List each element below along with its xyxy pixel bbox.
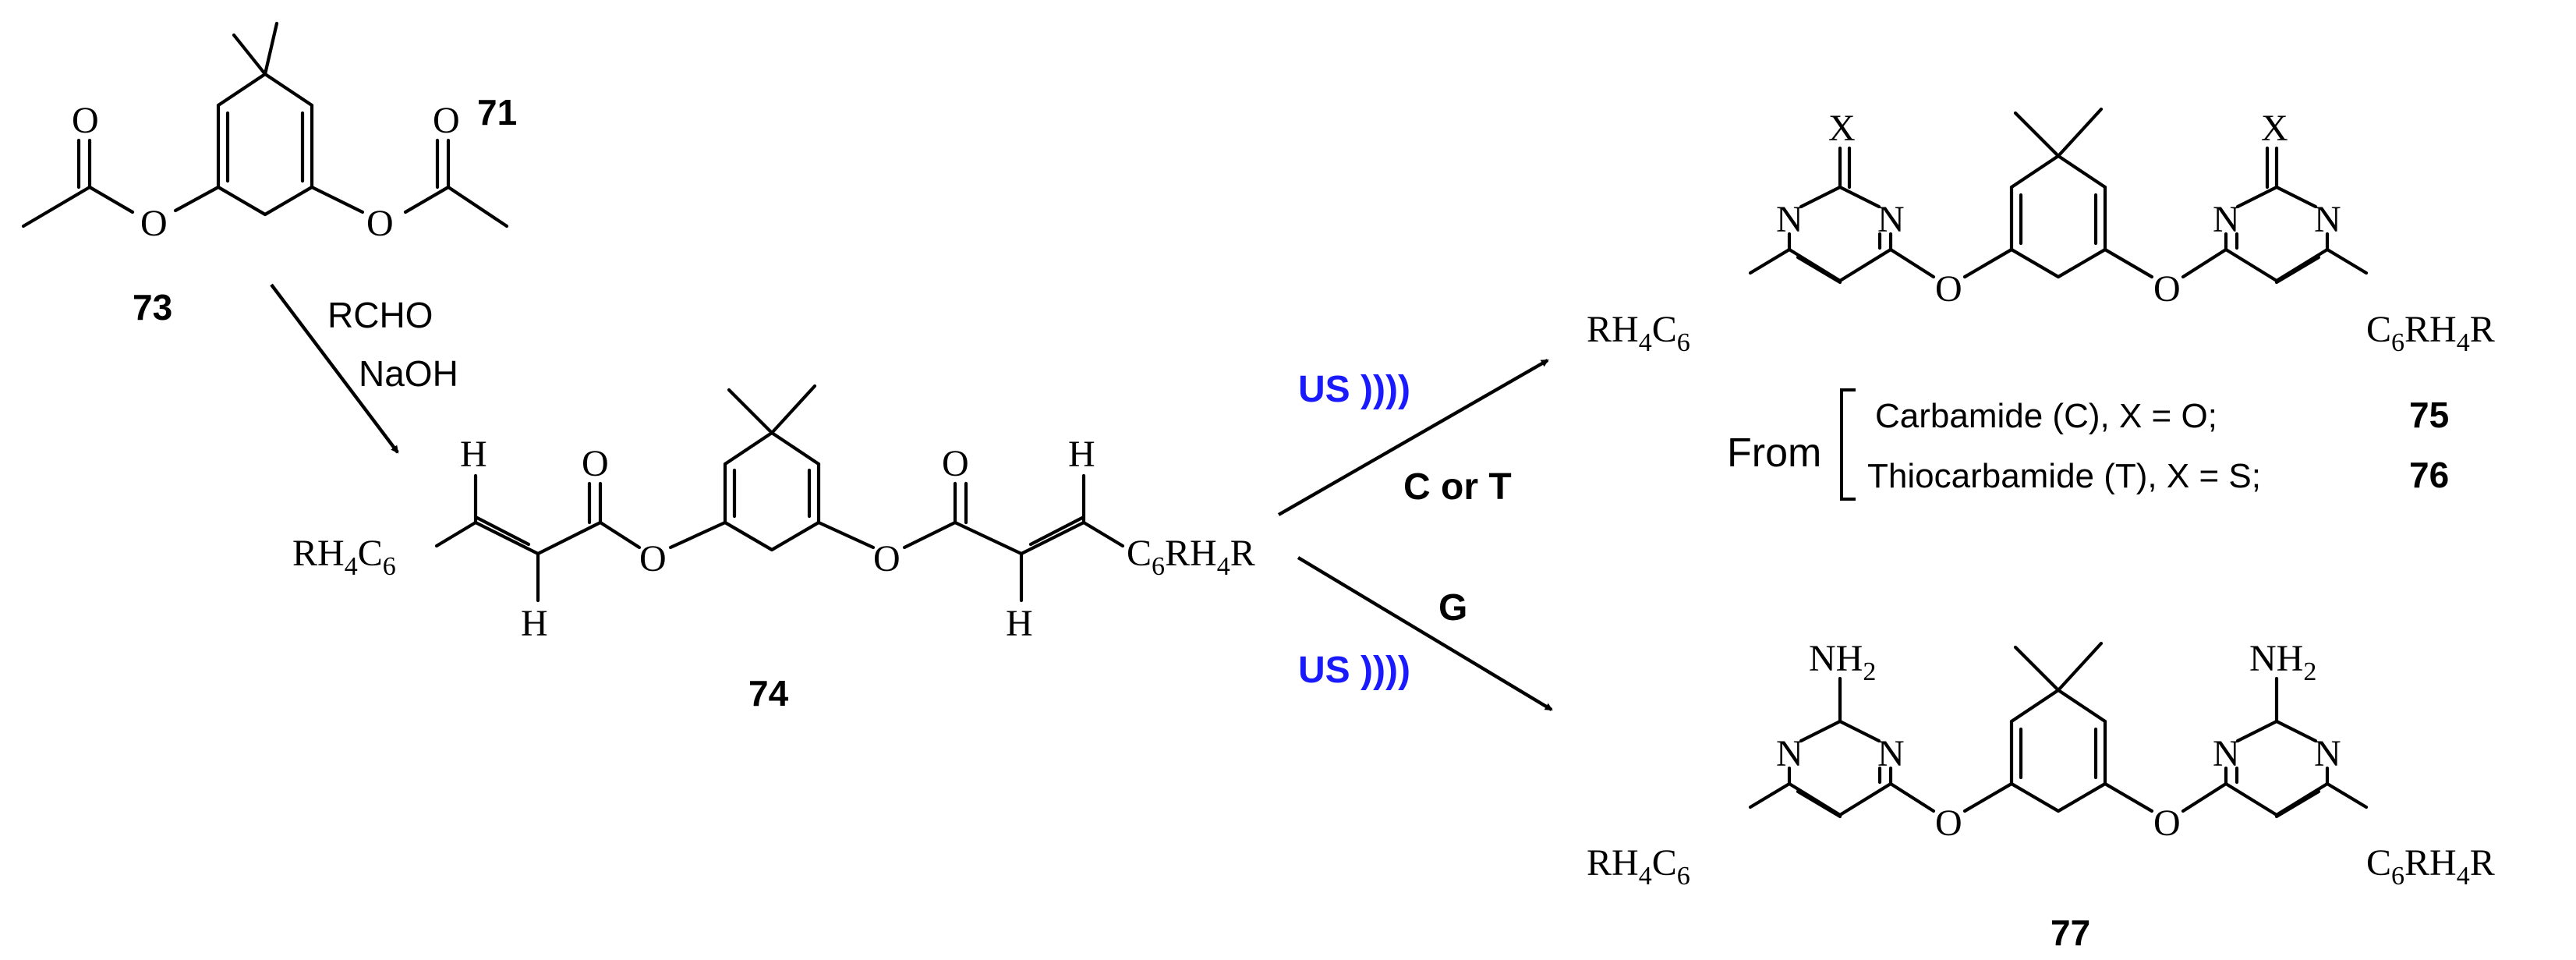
compound-77-structure: NH2 NH2 N N N N O O RH4C6 C6RH4R [1587,638,2495,891]
aryl-group-left: RH4C6 [1587,309,1690,357]
atom-o: O [2153,802,2181,844]
reagent-base: NaOH [359,353,458,394]
amino-group: NH2 [1809,638,1876,686]
ultrasound-label-top: US )))) [1298,369,1410,410]
atom-o: O [1935,802,1962,844]
atom-h: H [460,434,487,475]
aryl-group-right: C6RH4R [2366,309,2495,357]
atom-h: H [1068,434,1095,475]
atom-o: O [2153,268,2181,310]
arrow-73-to-74 [270,283,399,454]
atom-h: H [521,603,548,644]
compound-75-76-structure: X X N N N N O O RH4C6 C6RH4R [1587,107,2495,357]
bracket [1840,388,1856,501]
atom-o: O [873,538,901,579]
atom-n: N [2314,733,2341,774]
compound-number-71: 71 [477,92,517,133]
atom-n: N [1877,733,1905,774]
carbamide-note: Carbamide (C), X = O; [1875,397,2217,435]
atom-o: O [1935,268,1962,310]
from-label: From [1727,430,1821,476]
atom-o: O [582,443,609,484]
atom-o: O [72,100,99,141]
atom-x: X [2261,108,2288,149]
compound-number-75: 75 [2409,395,2449,435]
compound-73-structure: O O O O [21,21,509,244]
aryl-group-left: RH4C6 [1587,842,1690,891]
reagent-aldehyde: RCHO [327,295,433,335]
compound-number-76: 76 [2409,455,2449,495]
compound-number-77: 77 [2051,912,2090,953]
reagent-g: G [1438,587,1467,629]
ultrasound-label-bottom: US )))) [1298,650,1410,691]
atom-x: X [1828,108,1856,149]
atom-n: N [2314,199,2341,240]
arrow-74-to-77 [1297,556,1553,711]
aryl-group-right: C6RH4R [2366,842,2495,891]
compound-number-74: 74 [748,673,789,714]
atom-o: O [639,538,667,579]
atom-n: N [2213,733,2240,774]
amino-group: NH2 [2249,638,2316,686]
compound-74-structure: O O O O H H H H RH4C6 C6RH4R [292,384,1255,644]
aryl-group-left: RH4C6 [292,533,396,581]
atom-o: O [140,203,168,244]
compound-number-73: 73 [133,287,172,328]
atom-h: H [1006,603,1033,644]
atom-o: O [942,443,969,484]
reagent-c-or-t: C or T [1403,466,1512,508]
arrow-74-to-75-76 [1277,359,1549,516]
atom-n: N [1877,199,1905,240]
aryl-group-right: C6RH4R [1127,533,1255,581]
atom-n: N [1776,733,1803,774]
atom-n: N [2213,199,2240,240]
atom-n: N [1776,199,1803,240]
atom-o: O [366,203,394,244]
thiocarbamide-note: Thiocarbamide (T), X = S; [1867,457,2261,495]
atom-o: O [433,100,460,141]
